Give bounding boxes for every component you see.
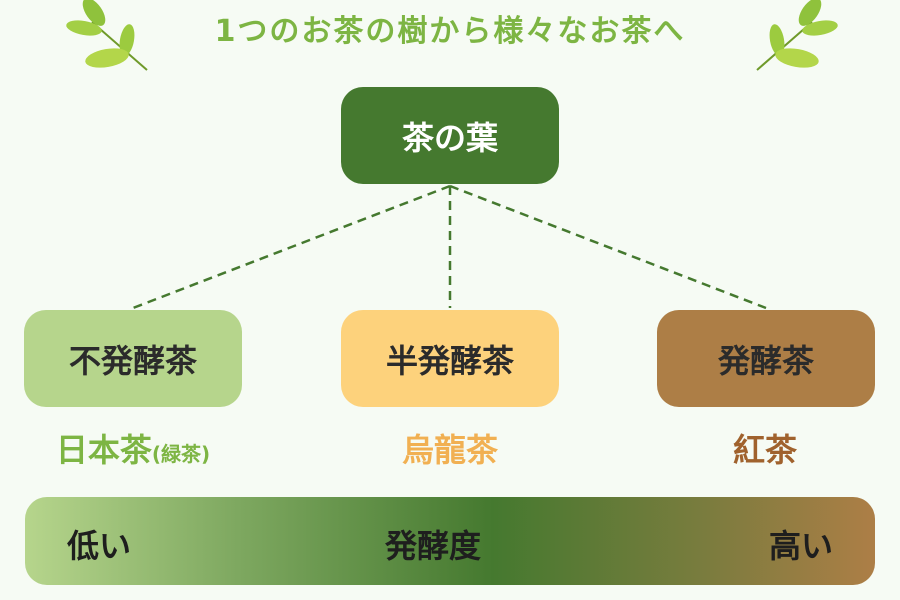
tea-leaf-right-icon bbox=[756, 0, 838, 71]
example-black-tea: 紅茶 bbox=[732, 431, 797, 469]
fermentation-scale-bar: 低い 発酵度 高い bbox=[25, 497, 875, 585]
example-japanese-tea: 日本茶(緑茶) bbox=[0, 425, 283, 471]
scale-label: 発酵度 bbox=[385, 527, 482, 565]
connector-left bbox=[132, 184, 451, 310]
node-semi-fermented: 半発酵茶 bbox=[341, 310, 559, 407]
example-text: 日本茶 bbox=[55, 431, 152, 469]
root-node-tea-leaf: 茶の葉 bbox=[341, 87, 559, 184]
example-note: (緑茶) bbox=[151, 442, 211, 466]
example-oolong-tea: 烏龍茶 bbox=[401, 431, 498, 469]
connector-right bbox=[449, 184, 767, 310]
node-unfermented: 不発酵茶 bbox=[24, 310, 242, 407]
scale-low: 低い bbox=[67, 527, 132, 565]
scale-high: 高い bbox=[768, 527, 833, 565]
node-fermented: 発酵茶 bbox=[657, 310, 875, 407]
diagram-title: 1つのお茶の樹から様々なお茶へ bbox=[214, 14, 686, 49]
tea-leaf-left-icon bbox=[66, 0, 148, 71]
